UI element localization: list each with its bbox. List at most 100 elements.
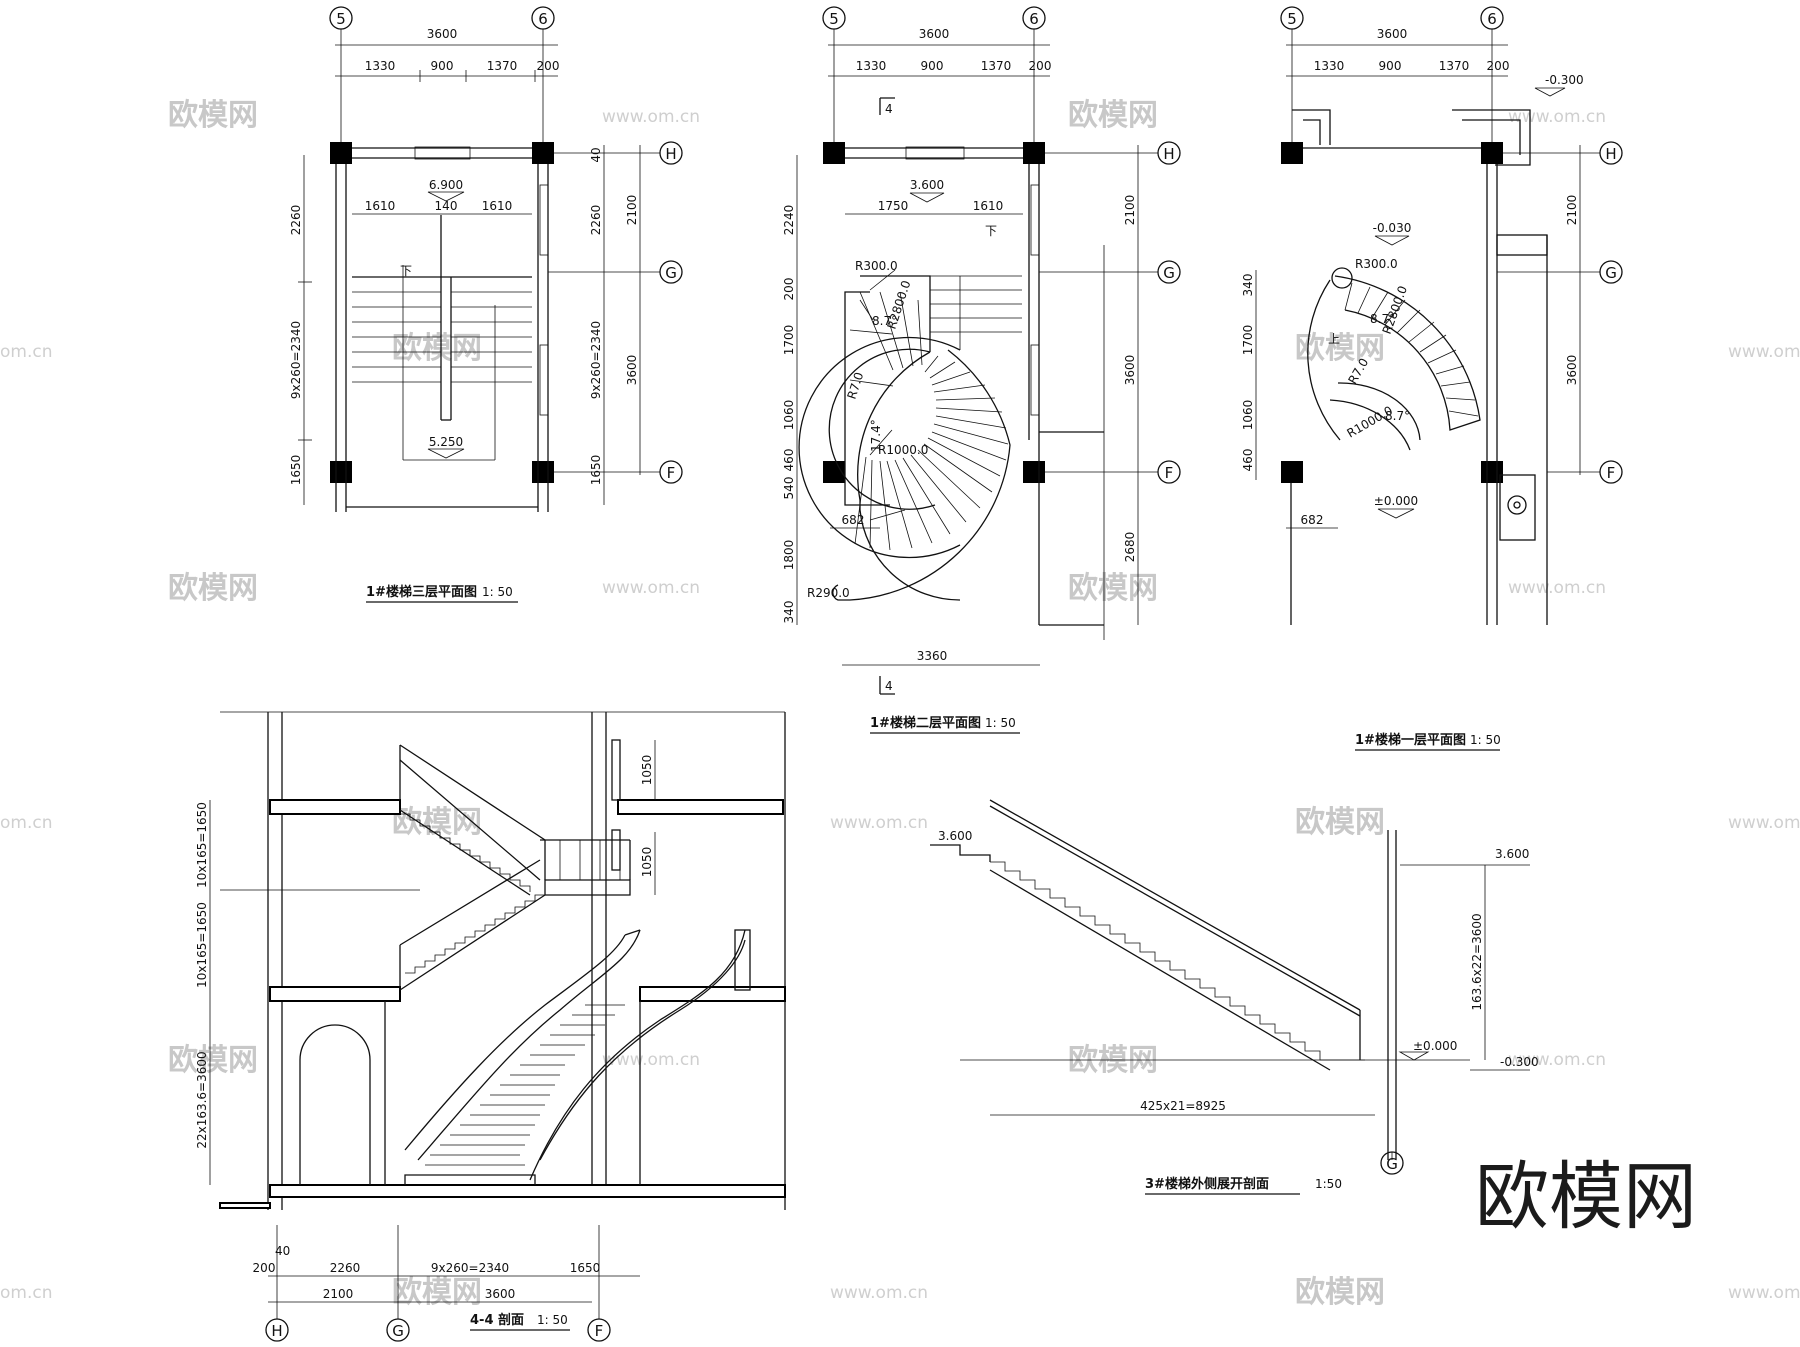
axis-label: 6 (1487, 10, 1497, 28)
drawing-scale: 1:50 (1315, 1177, 1342, 1191)
watermark-text: 欧模网 (168, 571, 258, 606)
dim-label: 1610 (973, 199, 1004, 213)
elevation-label: -0.300 (1500, 1055, 1539, 1069)
angle-label: 8.7° (1385, 409, 1410, 423)
dim-label: 200 (1029, 59, 1052, 73)
dim-label: 9x260=2340 (289, 321, 303, 399)
dim-label: 1650 (589, 455, 603, 486)
watermark-url: www.om.cn (830, 813, 928, 833)
dim-label: 1610 (482, 199, 513, 213)
watermark-text: 欧模网 (392, 331, 482, 366)
angle-label: 8.7° (1370, 312, 1395, 326)
dim-label: 200 (1487, 59, 1510, 73)
axis-label: H (271, 1322, 282, 1340)
dim-label: 1370 (1439, 59, 1470, 73)
watermark-text: 欧模网 (1295, 331, 1385, 366)
watermark-url: www.om.cn (1508, 1050, 1606, 1070)
axis-label: F (667, 464, 676, 482)
dim-label: 200 (782, 278, 796, 301)
unfolded-section: 3.600 G 163.6x22=3600 3.600 ±0.000 -0.30… (930, 799, 1539, 1195)
elevation-label: 3.600 (1495, 847, 1529, 861)
dim-label: 460 (1241, 449, 1255, 472)
dim-label: 682 (1301, 513, 1324, 527)
dim-label: 682 (842, 513, 865, 527)
dim-label: 1800 (782, 540, 796, 571)
brand-logo: 欧模网 (1475, 1154, 1697, 1240)
dim-label: 1650 (570, 1261, 601, 1275)
dim-label: 340 (782, 601, 796, 624)
dim-label: 1610 (365, 199, 396, 213)
stair-direction: 下 (400, 264, 412, 278)
watermark-url: om.cn (0, 342, 53, 362)
axis-label: F (595, 1322, 604, 1340)
radius-label: R2800.0 (885, 279, 914, 331)
watermark-url: www.om.cn (830, 1283, 928, 1303)
dim-label: 2260 (330, 1261, 361, 1275)
dim-label: 1330 (856, 59, 887, 73)
dim-label: 2100 (323, 1287, 354, 1301)
dim-label: 3360 (917, 649, 948, 663)
watermark-url: www.om.cn (1728, 342, 1800, 362)
dim-label: 3600 (1565, 355, 1579, 386)
dim-label: 1060 (1241, 400, 1255, 431)
dim-label: 3600 (1377, 27, 1408, 41)
axis-label: F (1607, 464, 1616, 482)
dim-label: 22x163.6=3600 (195, 1051, 209, 1148)
axis-label: 5 (336, 10, 346, 28)
elevation-label: 5.250 (429, 435, 463, 449)
watermark-url: om.cn (0, 813, 53, 833)
axis-label: 6 (1029, 10, 1039, 28)
watermark-text: 欧模网 (168, 1043, 258, 1078)
dim-label: 3600 (485, 1287, 516, 1301)
drawing-scale: 1: 50 (985, 716, 1016, 730)
drawing-title: 1#楼梯二层平面图 (870, 715, 981, 731)
drawing-title: 4-4 剖面 (470, 1312, 524, 1328)
dim-label: 1330 (365, 59, 396, 73)
dim-label: 40 (589, 147, 603, 162)
axis-label: G (665, 264, 677, 282)
dim-label: 1370 (981, 59, 1012, 73)
watermark-url: www.om.cn (1728, 1283, 1800, 1303)
elevation-label: 6.900 (429, 178, 463, 192)
dim-label: 40 (275, 1244, 290, 1258)
column (330, 142, 352, 164)
dim-label: 340 (1241, 274, 1255, 297)
dim-label: 9x260=2340 (589, 321, 603, 399)
dim-label: 3600 (919, 27, 950, 41)
dim-label: 540 (782, 477, 796, 500)
section-mark: 4 (885, 679, 893, 693)
dim-label: 2100 (1565, 195, 1579, 226)
radius-label: R7.0 (845, 371, 867, 401)
dim-label: 460 (782, 449, 796, 472)
dim-label: 2680 (1123, 532, 1137, 563)
column (330, 461, 352, 483)
watermark-text: 欧模网 (1068, 571, 1158, 606)
axis-label: G (1386, 1155, 1398, 1173)
dim-label: 140 (435, 199, 458, 213)
dim-label: 1330 (1314, 59, 1345, 73)
dim-label: 1700 (782, 325, 796, 356)
dim-label: 9x260=2340 (431, 1261, 509, 1275)
dim-label: 200 (537, 59, 560, 73)
elevation-label: 3.600 (910, 178, 944, 192)
radius-label: R290.0 (807, 586, 850, 600)
dim-label: 200 (253, 1261, 276, 1275)
axis-label: 6 (538, 10, 548, 28)
dim-label: 163.6x22=3600 (1470, 913, 1484, 1010)
drawing-title: 1#楼梯三层平面图 (366, 584, 477, 600)
drawing-scale: 1: 50 (482, 585, 513, 599)
axis-label: H (1163, 145, 1174, 163)
radius-label: R300.0 (855, 259, 898, 273)
watermark-text: 欧模网 (1068, 98, 1158, 133)
watermark-url: www.om.cn (1508, 578, 1606, 598)
axis-label: 5 (829, 10, 839, 28)
drawing-scale: 1: 50 (537, 1313, 568, 1327)
watermark-text: 欧模网 (168, 98, 258, 133)
watermark-text: 欧模网 (1295, 805, 1385, 840)
section-4-4: 10x165=1650 10x165=1650 22x163.6=3600 10… (195, 711, 786, 1342)
watermark-url: om.cn (0, 1283, 53, 1303)
watermark-url: www.om.cn (602, 578, 700, 598)
elevation-label: -0.030 (1373, 221, 1412, 235)
angle-label: 17.4° (869, 419, 883, 452)
dim-label: 2260 (589, 205, 603, 236)
